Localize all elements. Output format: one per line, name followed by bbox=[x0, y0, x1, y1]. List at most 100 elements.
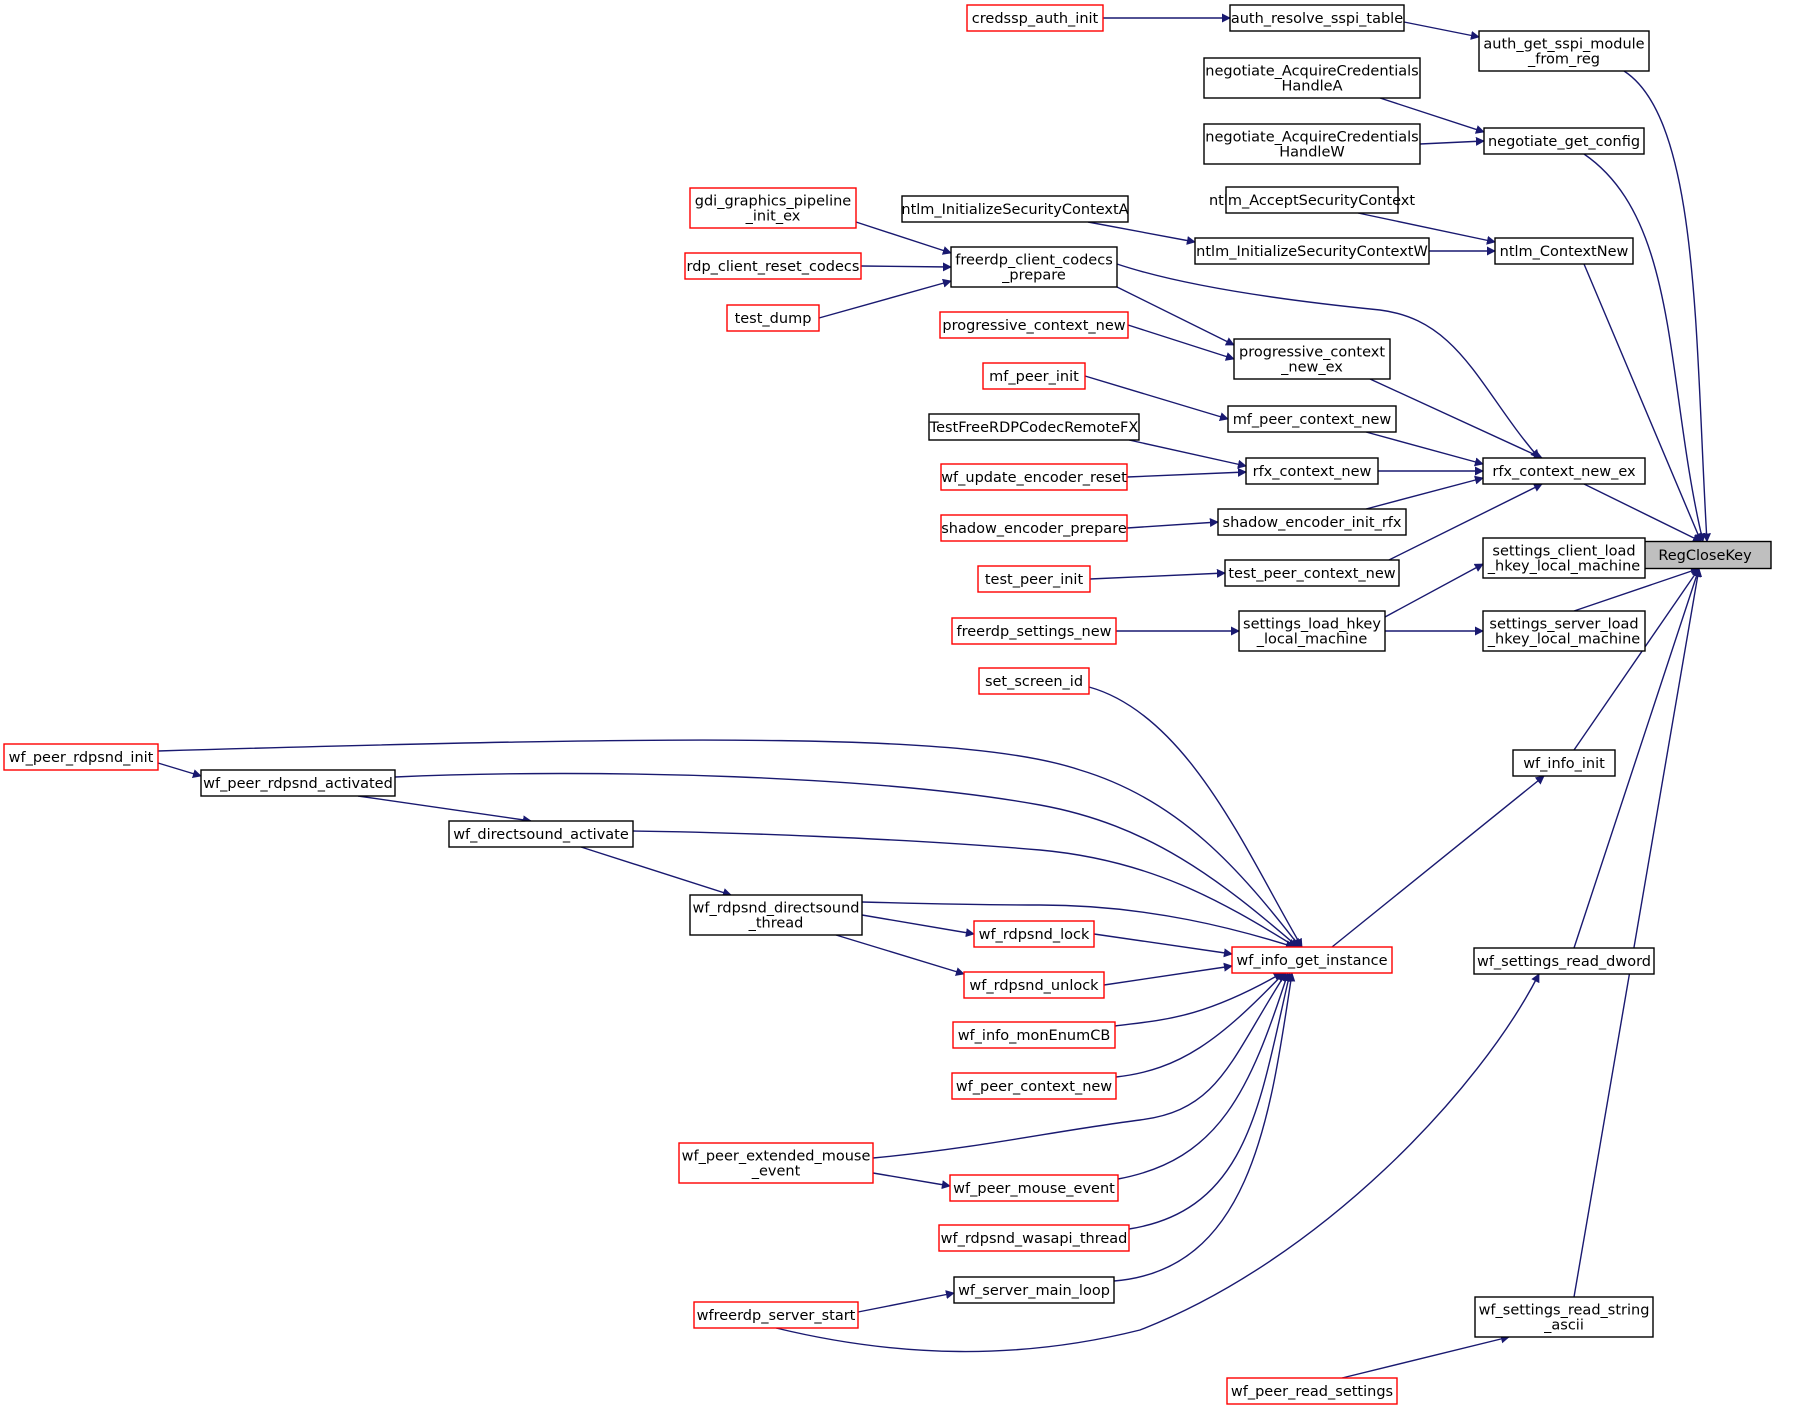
node-box[interactable] bbox=[966, 4, 1104, 32]
node-rdp-client-reset-codecs[interactable]: rdp_client_reset_codecs bbox=[684, 252, 862, 280]
node-wf-directsound-activate[interactable]: wf_directsound_activate bbox=[448, 820, 634, 848]
node-box[interactable] bbox=[963, 971, 1105, 999]
node-wf-peer-mouse-event[interactable]: wf_peer_mouse_event bbox=[949, 1174, 1119, 1202]
node-box[interactable] bbox=[952, 1021, 1116, 1049]
node-settings-server-load[interactable]: settings_server_load_hkey_local_machine bbox=[1482, 610, 1646, 652]
node-box[interactable] bbox=[1203, 123, 1421, 165]
node-box[interactable] bbox=[978, 667, 1090, 695]
node-ntlm-contextnew[interactable]: ntlm_ContextNew bbox=[1494, 237, 1634, 265]
node-test-dump[interactable]: test_dump bbox=[726, 304, 820, 332]
node-wf-rdpsnd-wasapi-thread[interactable]: wf_rdpsnd_wasapi_thread bbox=[938, 1224, 1130, 1252]
node-progressive-context-new[interactable]: progressive_context_new bbox=[939, 311, 1129, 339]
node-box[interactable] bbox=[689, 894, 863, 936]
node-box[interactable] bbox=[973, 920, 1095, 948]
node-box[interactable] bbox=[1512, 749, 1616, 777]
node-box[interactable] bbox=[1226, 1377, 1398, 1405]
node-wf-peer-read-settings[interactable]: wf_peer_read_settings bbox=[1226, 1377, 1398, 1405]
node-box[interactable] bbox=[938, 1224, 1130, 1252]
node-wf-settings-read-dword[interactable]: wf_settings_read_dword bbox=[1473, 947, 1655, 975]
node-box[interactable] bbox=[1478, 30, 1650, 72]
node-wfreerdp-server-start[interactable]: wfreerdp_server_start bbox=[693, 1301, 859, 1329]
node-box[interactable] bbox=[901, 195, 1129, 223]
node-box[interactable] bbox=[1227, 405, 1397, 433]
node-wf-info-get-instance[interactable]: wf_info_get_instance bbox=[1231, 946, 1393, 974]
node-negotiate-get-config[interactable]: negotiate_get_config bbox=[1483, 127, 1645, 155]
node-wf-rdpsnd-lock[interactable]: wf_rdpsnd_lock bbox=[973, 920, 1095, 948]
node-box[interactable] bbox=[3, 743, 159, 771]
node-mf-peer-init[interactable]: mf_peer_init bbox=[982, 362, 1086, 390]
node-box[interactable] bbox=[939, 311, 1129, 339]
node-box[interactable] bbox=[1194, 237, 1430, 265]
node-box[interactable] bbox=[726, 304, 820, 332]
node-box[interactable] bbox=[1494, 237, 1634, 265]
node-auth-resolve-sspi-table[interactable]: auth_resolve_sspi_table bbox=[1229, 4, 1405, 32]
node-box[interactable] bbox=[200, 769, 396, 797]
node-box[interactable] bbox=[940, 514, 1128, 542]
node-box[interactable] bbox=[1229, 4, 1405, 32]
node-box[interactable] bbox=[950, 246, 1118, 288]
node-label: set_screen_id bbox=[985, 674, 1083, 690]
node-wf-info-monenumcb[interactable]: wf_info_monEnumCB bbox=[952, 1021, 1116, 1049]
node-wf-update-encoder-reset[interactable]: wf_update_encoder_reset bbox=[940, 463, 1128, 491]
node-shadow-encoder-init-rfx[interactable]: shadow_encoder_init_rfx bbox=[1217, 508, 1407, 536]
node-mf-peer-context-new[interactable]: mf_peer_context_new bbox=[1227, 405, 1397, 433]
node-box[interactable] bbox=[1482, 537, 1646, 579]
node-auth-get-sspi-module-from-reg[interactable]: auth_get_sspi_module_from_reg bbox=[1478, 30, 1650, 72]
node-box[interactable] bbox=[1245, 457, 1379, 485]
node-box[interactable] bbox=[928, 413, 1140, 441]
node-box[interactable] bbox=[1203, 57, 1421, 99]
node-progressive-context-new-ex[interactable]: progressive_context_new_ex bbox=[1233, 338, 1391, 380]
node-wf-rdpsnd-unlock[interactable]: wf_rdpsnd_unlock bbox=[963, 971, 1105, 999]
node-box[interactable] bbox=[1483, 127, 1645, 155]
node-gdi-gp-init-ex[interactable]: gdi_graphics_pipeline_init_ex bbox=[689, 187, 857, 229]
node-box[interactable] bbox=[684, 252, 862, 280]
node-box[interactable] bbox=[1233, 338, 1391, 380]
node-box[interactable] bbox=[982, 362, 1086, 390]
node-shadow-encoder-prepare[interactable]: shadow_encoder_prepare bbox=[940, 514, 1128, 542]
node-wf-peer-rdpsnd-activated[interactable]: wf_peer_rdpsnd_activated bbox=[200, 769, 396, 797]
node-box[interactable] bbox=[448, 820, 634, 848]
node-freerdp-client-codecs-prepare[interactable]: freerdp_client_codecs_prepare bbox=[950, 246, 1118, 288]
node-wf-settings-read-string-ascii[interactable]: wf_settings_read_string_ascii bbox=[1474, 1296, 1654, 1338]
node-rfx-context-new[interactable]: rfx_context_new bbox=[1245, 457, 1379, 485]
node-wf-peer-extended-mouse-event[interactable]: wf_peer_extended_mouse_event bbox=[678, 1142, 874, 1184]
node-settings-load-hkey[interactable]: settings_load_hkey_local_machine bbox=[1238, 610, 1386, 652]
node-box[interactable] bbox=[1474, 1296, 1654, 1338]
node-wf-peer-context-new[interactable]: wf_peer_context_new bbox=[951, 1072, 1117, 1100]
node-freerdp-settings-new[interactable]: freerdp_settings_new bbox=[951, 617, 1117, 645]
node-ntlm-init-w[interactable]: ntlm_InitializeSecurityContextW bbox=[1194, 237, 1430, 265]
node-credssp-auth-init[interactable]: credssp_auth_init bbox=[966, 4, 1104, 32]
node-box[interactable] bbox=[1473, 947, 1655, 975]
node-testfreerdpcodecremotefx[interactable]: TestFreeRDPCodecRemoteFX bbox=[928, 413, 1140, 441]
node-box[interactable] bbox=[951, 617, 1117, 645]
node-box[interactable] bbox=[689, 187, 857, 229]
node-settings-client-load[interactable]: settings_client_load_hkey_local_machine bbox=[1482, 537, 1646, 579]
node-ntlm-accept[interactable]: ntlm_AcceptSecurityContext bbox=[1209, 186, 1415, 214]
node-box[interactable] bbox=[693, 1301, 859, 1329]
node-rfx-context-new-ex[interactable]: rfx_context_new_ex bbox=[1482, 457, 1646, 485]
node-wf-info-init[interactable]: wf_info_init bbox=[1512, 749, 1616, 777]
node-test-peer-init[interactable]: test_peer_init bbox=[977, 565, 1091, 593]
node-test-peer-context-new[interactable]: test_peer_context_new bbox=[1224, 559, 1400, 587]
node-box[interactable] bbox=[1482, 457, 1646, 485]
node-box[interactable] bbox=[951, 1072, 1117, 1100]
node-box[interactable] bbox=[1482, 610, 1646, 652]
node-box[interactable] bbox=[977, 565, 1091, 593]
node-box[interactable] bbox=[1231, 946, 1393, 974]
node-wf-server-main-loop[interactable]: wf_server_main_loop bbox=[953, 1276, 1115, 1304]
node-box[interactable] bbox=[1238, 610, 1386, 652]
node-box[interactable] bbox=[949, 1174, 1119, 1202]
node-box[interactable] bbox=[678, 1142, 874, 1184]
node-box[interactable] bbox=[1225, 186, 1399, 214]
node-ntlm-init-a[interactable]: ntlm_InitializeSecurityContextA bbox=[901, 195, 1129, 223]
node-set-screen-id[interactable]: set_screen_id bbox=[978, 667, 1090, 695]
node-box[interactable] bbox=[1217, 508, 1407, 536]
node-box[interactable] bbox=[953, 1276, 1115, 1304]
node-wf-rdpsnd-directsound-thread[interactable]: wf_rdpsnd_directsound_thread bbox=[689, 894, 863, 936]
node-wf-peer-rdpsnd-init[interactable]: wf_peer_rdpsnd_init bbox=[3, 743, 159, 771]
node-box[interactable] bbox=[940, 463, 1128, 491]
node-box[interactable] bbox=[1224, 559, 1400, 587]
node-regclosekey[interactable]: RegCloseKey bbox=[1638, 540, 1772, 570]
